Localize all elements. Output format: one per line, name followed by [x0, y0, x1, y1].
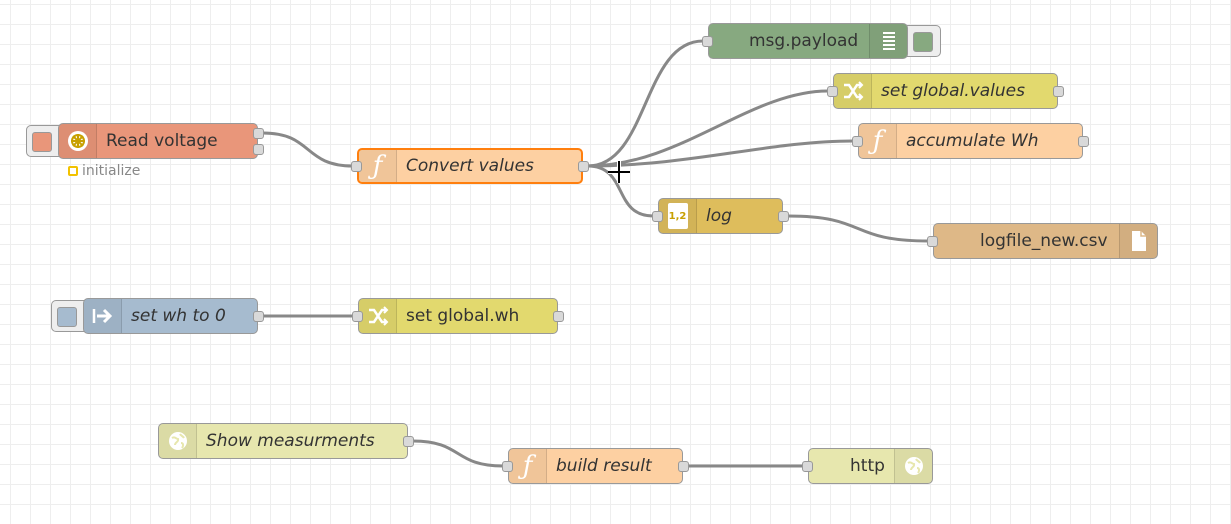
node-show-measurments[interactable]: Show measurments [158, 423, 414, 459]
input-port[interactable] [702, 36, 713, 47]
file-icon [1119, 224, 1157, 258]
node-label: set global.values [881, 81, 1025, 101]
node-label: log [706, 206, 732, 226]
output-port[interactable] [578, 161, 589, 172]
node-msg-payload[interactable]: msg.payload [702, 23, 908, 59]
globe-icon [159, 424, 197, 458]
node-label: set global.wh [406, 306, 520, 326]
input-port[interactable] [827, 86, 838, 97]
node-label: msg.payload [749, 31, 859, 51]
debug-list-icon [869, 24, 907, 58]
wire-convert-values-to-set-global-values[interactable] [587, 89, 829, 168]
node-set-global-wh[interactable]: set global.wh [352, 298, 564, 334]
node-label: Convert values [406, 156, 534, 176]
globe-icon [894, 449, 932, 483]
wire-read-voltage-to-convert-values[interactable] [262, 131, 354, 168]
arrow-in-icon [84, 299, 122, 333]
input-port[interactable] [802, 461, 813, 472]
node-read-voltage[interactable]: Read voltage [58, 123, 264, 159]
wire-convert-values-to-log[interactable] [587, 164, 654, 218]
function-icon: ƒ [509, 449, 547, 483]
node-label: accumulate Wh [906, 131, 1039, 151]
inject-trigger-square [57, 307, 77, 327]
node-set-global-values[interactable]: set global.values [827, 73, 1064, 109]
output-port[interactable] [253, 311, 264, 322]
output-port[interactable] [403, 436, 414, 447]
shuffle-icon [359, 299, 397, 333]
debug-toggle-square [913, 32, 933, 52]
input-port[interactable] [502, 461, 513, 472]
wire-show-measurments-to-build-result[interactable] [412, 439, 504, 468]
inject-trigger-button[interactable] [26, 125, 60, 157]
node-http[interactable]: http [802, 448, 933, 484]
input-port[interactable] [351, 161, 362, 172]
wire-log-to-logfile[interactable] [787, 214, 929, 243]
inject-trigger-button[interactable] [51, 300, 85, 332]
output-port[interactable] [1053, 86, 1064, 97]
node-log[interactable]: 1,2 log [652, 198, 789, 234]
output-port[interactable] [1078, 136, 1089, 147]
node-label: Read voltage [106, 131, 218, 151]
node-status: initialize [68, 163, 140, 179]
debug-toggle-button[interactable] [907, 25, 941, 57]
output-port[interactable] [678, 461, 689, 472]
output-port[interactable] [553, 311, 564, 322]
input-port[interactable] [927, 236, 938, 247]
input-port[interactable] [352, 311, 363, 322]
number-format-icon-text: 1,2 [668, 210, 687, 222]
input-port[interactable] [652, 211, 663, 222]
input-port[interactable] [852, 136, 863, 147]
node-label: build result [556, 456, 652, 476]
move-cursor-icon [608, 161, 630, 183]
shuffle-icon [834, 74, 872, 108]
output-port[interactable] [778, 211, 789, 222]
function-icon: ƒ [359, 150, 397, 182]
node-label: Show measurments [206, 431, 375, 451]
wire-convert-values-to-accumulate-wh[interactable] [587, 139, 854, 168]
wire-convert-values-to-msg-payload[interactable] [587, 39, 704, 168]
output-port-1[interactable] [253, 128, 264, 139]
node-label: http [850, 456, 885, 476]
node-set-wh-to-0[interactable]: set wh to 0 [83, 298, 264, 334]
node-label: set wh to 0 [131, 306, 226, 326]
status-text: initialize [82, 163, 141, 179]
node-build-result[interactable]: ƒ build result [502, 448, 689, 484]
function-icon: ƒ [859, 124, 897, 158]
node-convert-values[interactable]: ƒ Convert values [351, 148, 589, 184]
inject-trigger-square [32, 132, 52, 152]
node-logfile[interactable]: logfile_new.csv [927, 223, 1158, 259]
output-port-2[interactable] [253, 144, 264, 155]
number-format-icon: 1,2 [659, 199, 697, 233]
node-label: logfile_new.csv [980, 231, 1108, 251]
status-ring-icon [68, 166, 78, 176]
timer-icon [59, 124, 97, 158]
node-accumulate-wh[interactable]: ƒ accumulate Wh [852, 123, 1089, 159]
